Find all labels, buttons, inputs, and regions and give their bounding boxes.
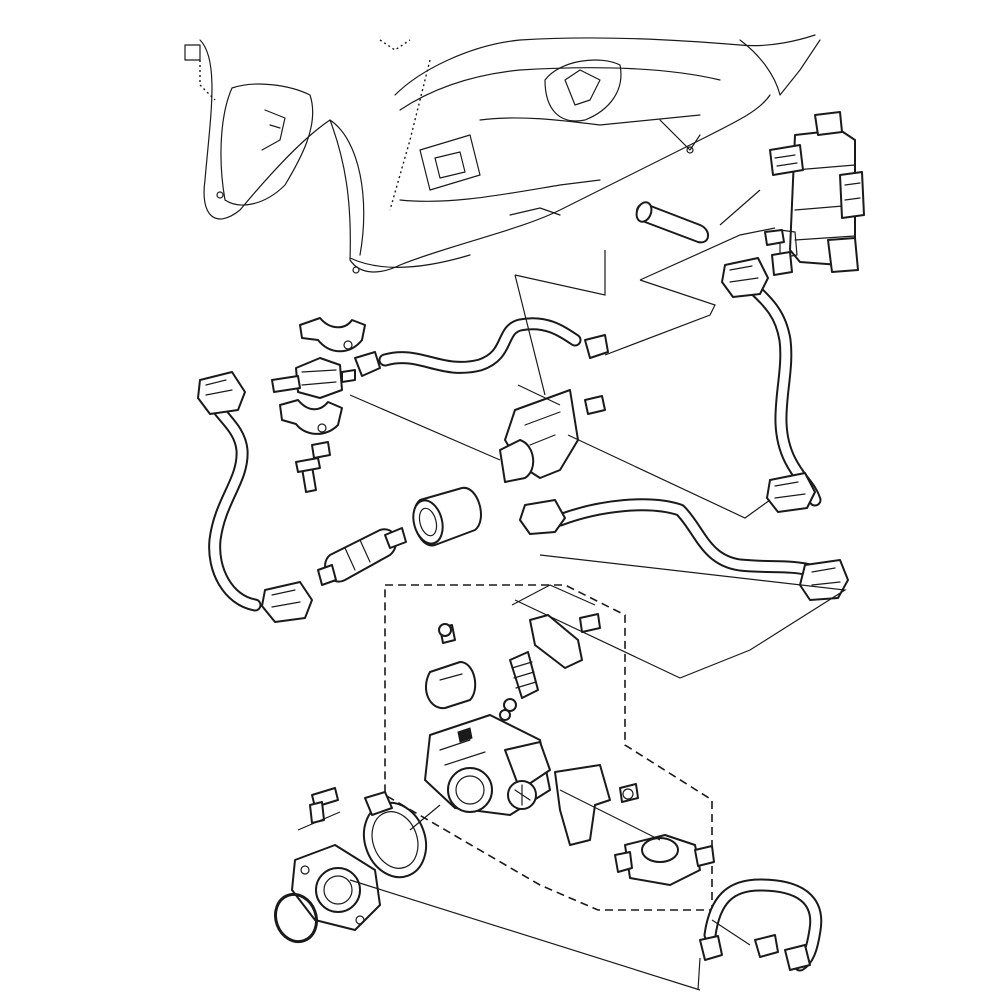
intake-joint (291, 844, 381, 931)
intake-clamp (362, 791, 428, 879)
fuel-hose-right (721, 257, 822, 513)
throttle-body (424, 714, 551, 816)
tps-sensor (425, 623, 477, 710)
fuel-pump-module (719, 111, 865, 276)
filter-sleeve (412, 486, 482, 547)
injector-assembly (499, 584, 601, 721)
fuel-filter (317, 527, 407, 586)
idle-air-valve (614, 834, 715, 886)
body-frame (184, 34, 821, 274)
return-hose (699, 878, 823, 972)
o-ring (273, 892, 319, 944)
fuel-hose-left (197, 371, 313, 623)
intake-bolt (297, 787, 341, 831)
filter-bracket (499, 389, 606, 483)
hose-clamp-lower (279, 399, 343, 435)
vapor-hose (354, 317, 609, 377)
bolt (295, 441, 331, 493)
mount-bracket (554, 764, 639, 846)
fuel-filter-top (271, 357, 356, 399)
hose-clamp-top (299, 317, 366, 353)
fuel-filter-canister (635, 201, 709, 244)
